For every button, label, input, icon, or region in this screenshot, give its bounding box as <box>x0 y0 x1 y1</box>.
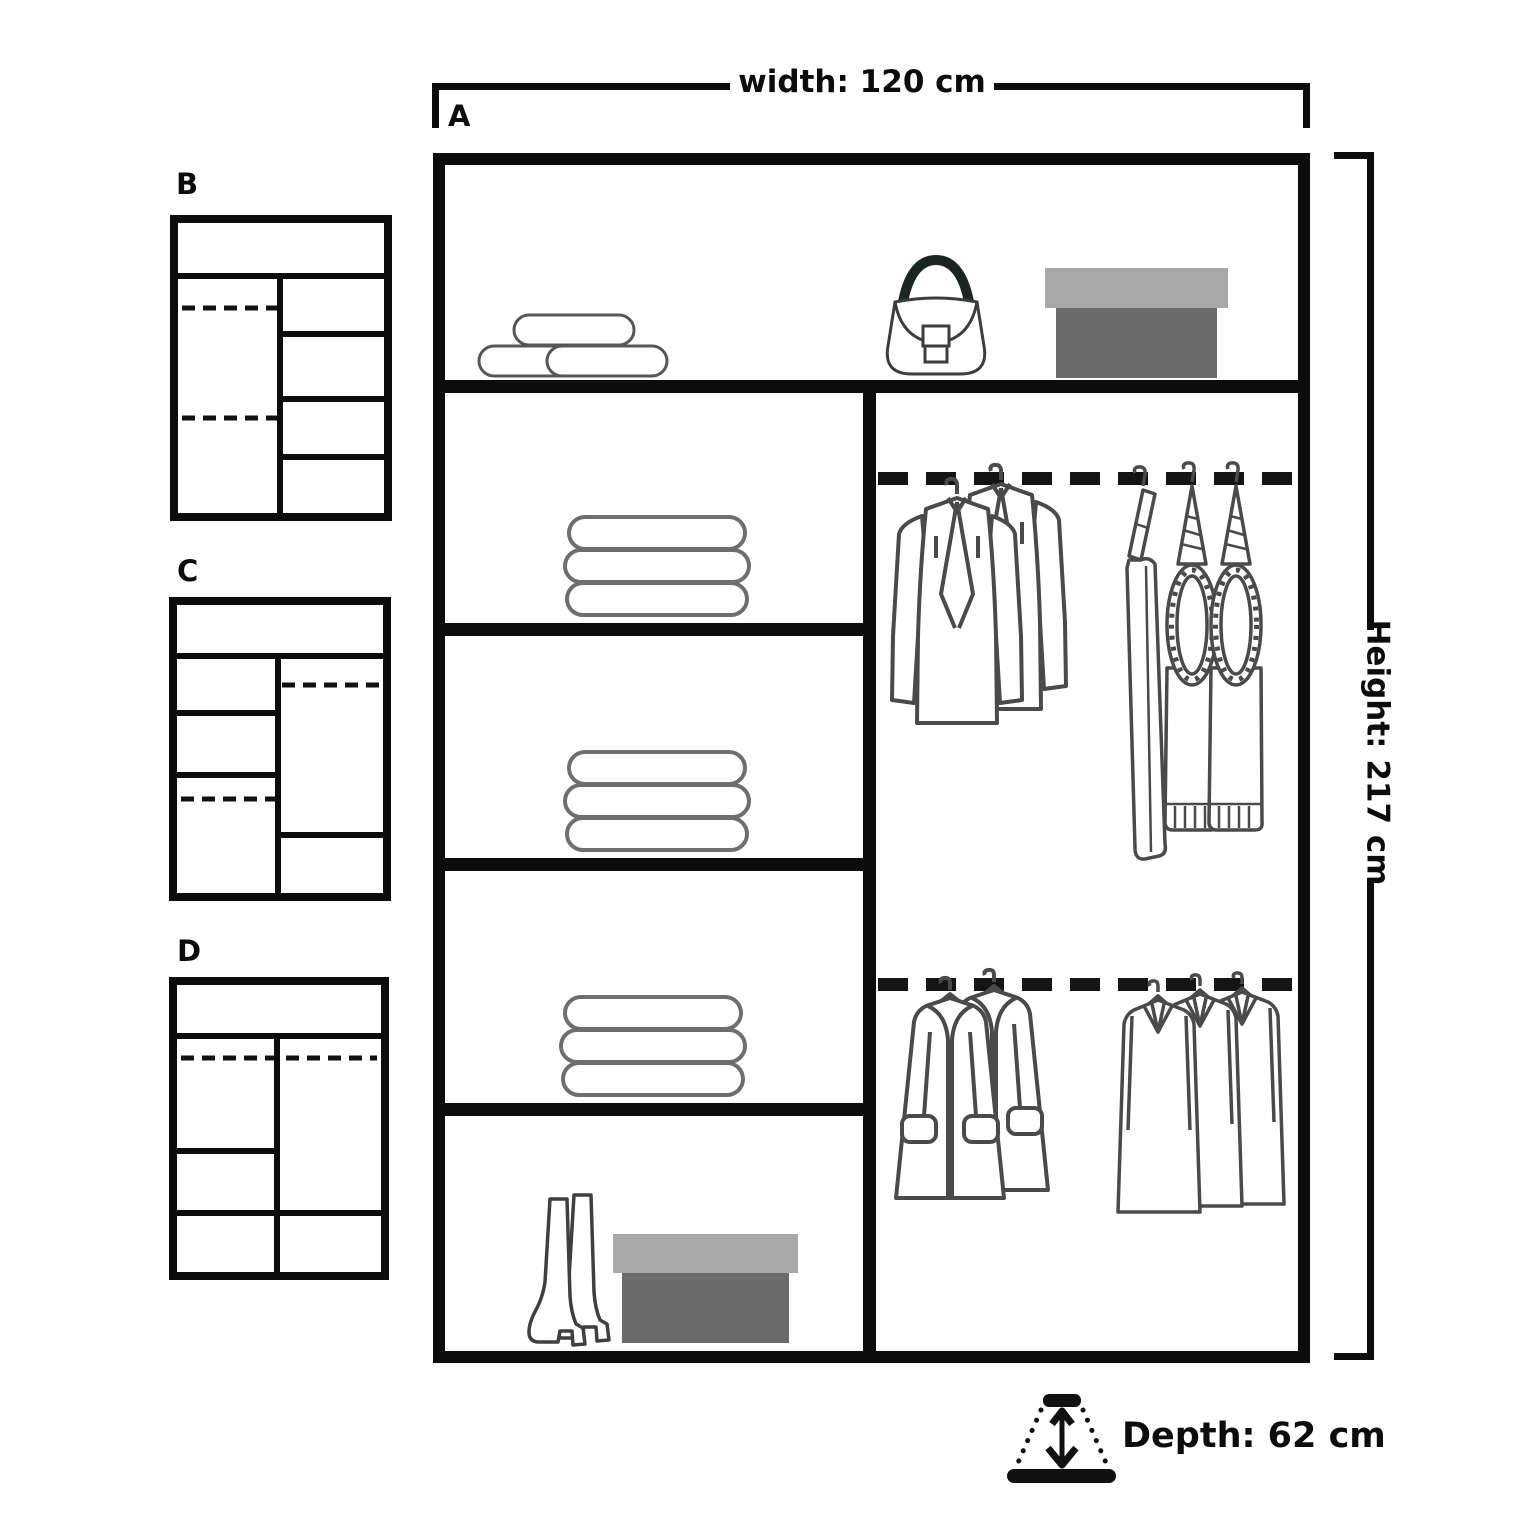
height-dimension-label: Height: 217 cm <box>1359 619 1396 886</box>
center-vertical-divider <box>863 393 876 1352</box>
trousers-on-hangers-icon <box>1125 461 1264 861</box>
left-shelf-divider-3 <box>445 1103 863 1116</box>
width-bracket-tick-left <box>432 83 439 128</box>
handbag-icon <box>885 254 987 376</box>
height-bracket-tick-top <box>1334 152 1374 159</box>
variant-b-layout-diagram <box>170 215 392 521</box>
height-bracket-line-top <box>1367 152 1374 630</box>
jackets-on-hangers-icon <box>890 462 1068 725</box>
shoebox-top-lid <box>1045 268 1228 308</box>
height-bracket-tick-bottom <box>1334 1353 1374 1360</box>
depth-dimension-label: Depth: 62 cm <box>1122 1416 1386 1456</box>
height-bracket-line-bottom <box>1367 878 1374 1360</box>
variant-c-layout-diagram <box>169 597 391 901</box>
width-bracket-line-right <box>994 83 1310 90</box>
shoebox-top-base <box>1056 308 1217 378</box>
folded-towels-icon <box>563 515 751 617</box>
main-wardrobe-label: A <box>448 99 471 133</box>
coats-on-hangers-icon <box>894 967 1050 1200</box>
folded-towels-icon <box>563 750 751 852</box>
rolled-blankets-icon <box>477 313 669 378</box>
variant-d-layout-diagram <box>169 977 389 1280</box>
left-shelf-divider-2 <box>445 858 863 871</box>
variant-d-label: D <box>177 934 202 968</box>
folded-towels-icon <box>559 995 747 1097</box>
top-shelf-divider <box>445 380 1298 393</box>
shoebox-bottom-lid <box>613 1234 798 1273</box>
shoebox-bottom-base <box>622 1273 789 1343</box>
variant-b-label: B <box>176 167 199 201</box>
depth-icon <box>1007 1394 1116 1483</box>
hanging-rail-bottom-icon <box>878 978 1298 991</box>
variant-c-label: C <box>177 554 199 588</box>
shirts-on-hangers-icon <box>1116 971 1286 1214</box>
width-bracket-tick-right <box>1303 83 1310 128</box>
width-bracket-line-left <box>432 83 730 90</box>
width-dimension-label: width: 120 cm <box>738 64 986 100</box>
left-shelf-divider-1 <box>445 623 863 636</box>
boots-icon <box>527 1193 611 1347</box>
